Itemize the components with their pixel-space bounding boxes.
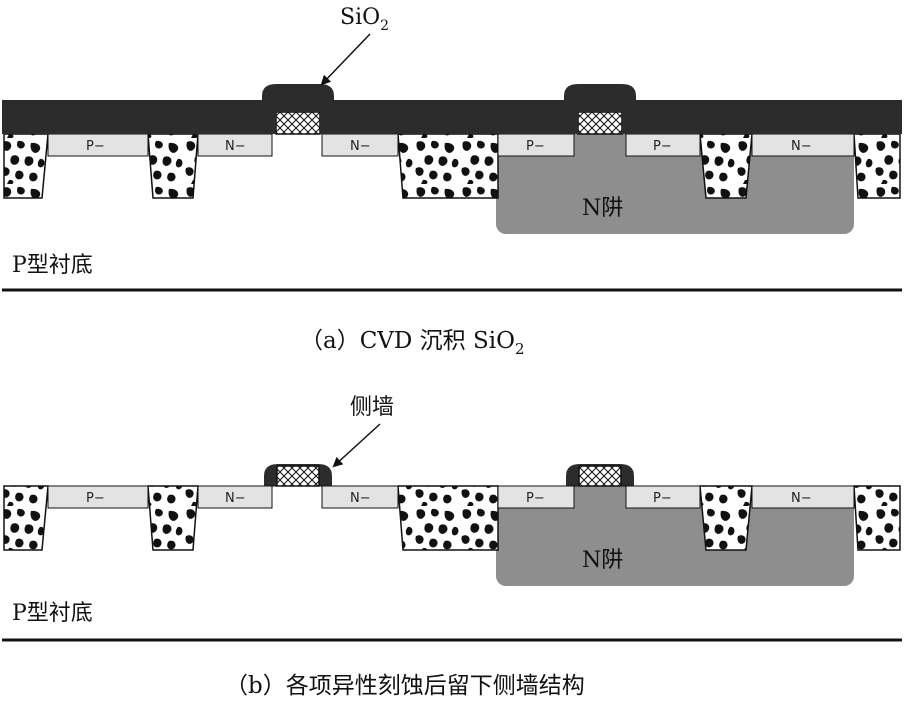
n-well [496,486,854,586]
svg-text:P−: P− [653,491,672,506]
n-well [496,134,854,234]
svg-text:P−: P− [86,491,105,506]
panel-b: N阱 P− N− N− P− P− N− [2,395,902,699]
panel-a: N阱 P− N− N− P− P− N− [2,5,902,358]
gate-left [275,111,321,135]
gate-left [276,465,320,487]
svg-text:N−: N− [225,491,246,506]
sio2-layer [2,84,902,134]
caption-a: （a）CVD 沉积 SiO2 [300,328,525,358]
n-well-label: N阱 [582,196,623,221]
caption-b: （b）各项异性刻蚀后留下侧墙结构 [225,673,585,699]
sti-isolation [3,485,901,551]
lightly-doped-regions [47,485,855,509]
gate-right [577,111,623,135]
substrate-label: P型衬底 [12,601,93,626]
svg-text:N−: N− [225,139,246,154]
sio2-callout-arrow [320,33,371,86]
sidewall-callout-arrow [332,423,381,468]
svg-text:P−: P− [526,491,545,506]
gate-right [578,465,622,487]
svg-text:N−: N− [350,139,371,154]
svg-text:P−: P− [653,139,672,154]
svg-text:N−: N− [791,139,812,154]
svg-text:N−: N− [791,491,812,506]
lightly-doped-regions [47,133,855,157]
svg-text:P−: P− [526,139,545,154]
region-labels: P− N− N− P− P− N− [86,491,812,506]
region-labels: P− N− N− P− P− N− [86,139,812,154]
sidewall-callout-label: 侧墙 [350,395,394,420]
substrate-label: P型衬底 [12,253,93,278]
sti-isolation [3,133,901,199]
svg-text:N−: N− [350,491,371,506]
sio2-callout-label: SiO2 [340,5,389,34]
svg-text:P−: P− [86,139,105,154]
n-well-label: N阱 [582,548,623,573]
